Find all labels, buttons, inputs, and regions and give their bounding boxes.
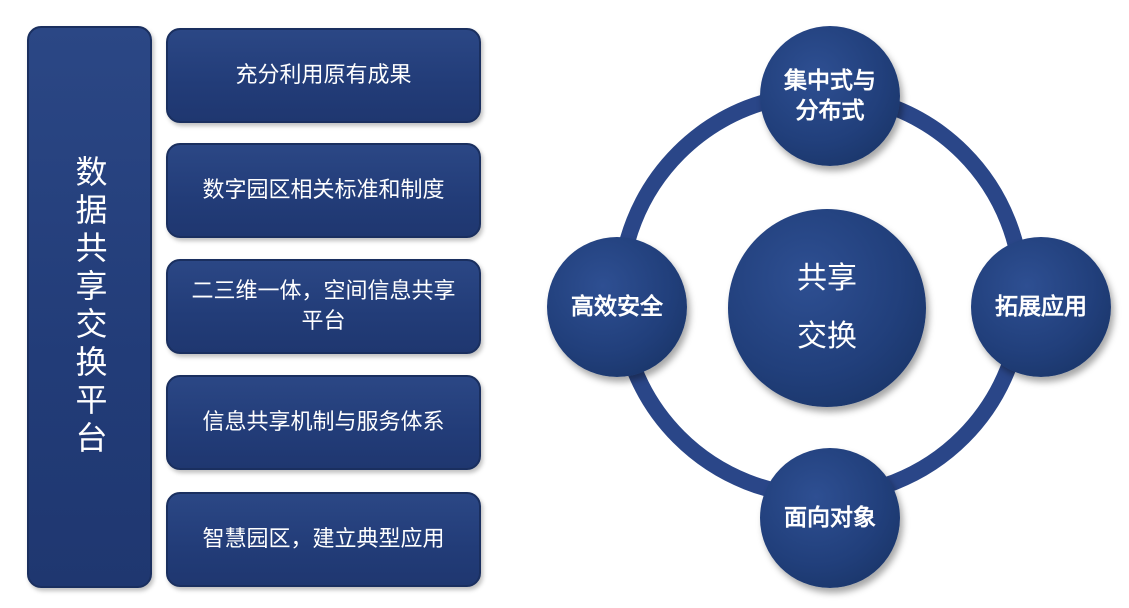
item-label: 充分利用原有成果 [235,62,412,88]
node-right: 拓展应用 [971,237,1111,377]
node-left-label: 高效安全 [571,293,663,320]
item-box-4: 信息共享机制与服务体系 [166,375,481,470]
item-label: 智慧园区，建立典型应用 [202,526,445,552]
platform-title: 数据共享交换平台 [70,155,109,459]
item-box-3: 二三维一体，空间信息共享平台 [166,259,481,354]
node-top-label: 集中式与分布式 [784,67,876,124]
item-box-5: 智慧园区，建立典型应用 [166,492,481,587]
item-label: 数字园区相关标准和制度 [202,177,445,203]
node-left: 高效安全 [547,237,687,377]
item-box-1: 充分利用原有成果 [166,28,481,123]
node-bottom-label: 面向对象 [784,504,876,531]
item-label: 二三维一体，空间信息共享平台 [191,278,456,334]
node-bottom: 面向对象 [760,448,900,588]
item-label: 信息共享机制与服务体系 [202,409,445,435]
item-box-2: 数字园区相关标准和制度 [166,143,481,238]
node-top: 集中式与分布式 [760,26,900,166]
cycle-diagram: 共享交换 集中式与分布式 拓展应用 面向对象 高效安全 [530,0,1129,608]
platform-title-box: 数据共享交换平台 [27,26,152,588]
center-label: 共享交换 [797,261,857,354]
center-circle: 共享交换 [728,209,926,407]
node-right-label: 拓展应用 [995,293,1087,320]
